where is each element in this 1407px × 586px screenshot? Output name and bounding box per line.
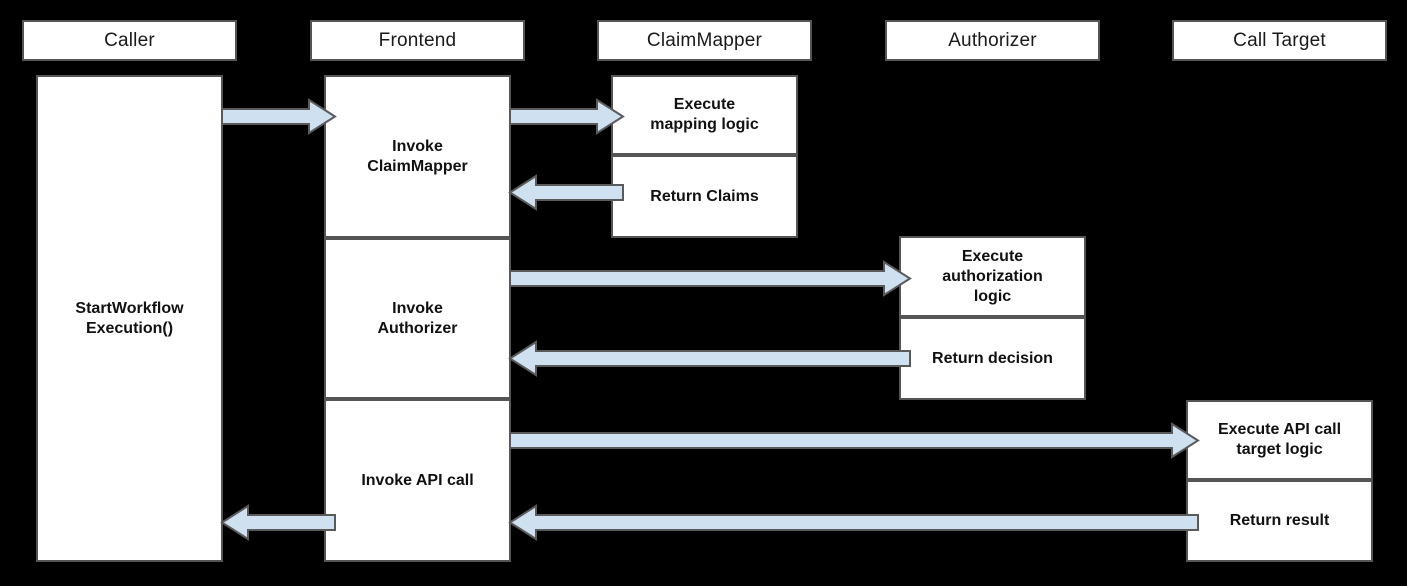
activation-frontend-claimmapper: Invoke ClaimMapper: [324, 75, 511, 238]
lane-header-caller: Caller: [22, 20, 237, 61]
lane-header-calltarget: Call Target: [1172, 20, 1387, 61]
activation-label: Execute authorization logic: [942, 247, 1043, 305]
msg-caller-to-frontend-arrow: [221, 98, 337, 135]
activation-label: Return result: [1229, 512, 1330, 529]
msg-frontend-to-cm-shape: [509, 98, 625, 135]
msg-frontend-to-caller-shape: [220, 504, 336, 541]
lane-header-authorizer: Authorizer: [885, 20, 1100, 61]
msg-ct-to-frontend-arrow: [508, 504, 1199, 541]
msg-frontend-to-ct-arrow: [509, 422, 1200, 459]
activation-label: Execute API call target logic: [1217, 421, 1342, 458]
msg-ct-to-frontend-shape: [508, 504, 1199, 541]
activation-caller-start: StartWorkflow Execution(): [36, 75, 223, 562]
lane-header-frontend: Frontend: [310, 20, 525, 61]
lane-header-label: Call Target: [1233, 29, 1326, 51]
activation-label: Execute mapping logic: [650, 96, 759, 133]
msg-authorizer-to-frontend-shape: [508, 340, 911, 377]
activation-auth-execute: Execute authorization logic: [899, 236, 1086, 317]
activation-frontend-authorizer: Invoke Authorizer: [324, 238, 511, 399]
activation-ct-execute: Execute API call target logic: [1186, 400, 1373, 480]
msg-frontend-to-ct-shape: [509, 422, 1200, 459]
msg-cm-to-frontend-shape: [508, 174, 624, 211]
msg-frontend-to-authorizer-shape: [509, 260, 912, 297]
msg-frontend-to-caller-arrow: [220, 504, 336, 541]
activation-label: Return decision: [932, 349, 1053, 367]
activation-label: StartWorkflow Execution(): [75, 299, 184, 337]
lane-header-claimmapper: ClaimMapper: [597, 20, 812, 61]
msg-cm-to-frontend-arrow: [508, 174, 624, 211]
msg-frontend-to-cm-arrow: [509, 98, 625, 135]
activation-label: Invoke API call: [361, 471, 474, 489]
activation-label: Invoke ClaimMapper: [367, 137, 468, 175]
lane-header-label: Authorizer: [948, 29, 1037, 51]
activation-label: Invoke Authorizer: [377, 299, 458, 337]
activation-label: Return Claims: [650, 187, 759, 205]
msg-caller-to-frontend-shape: [221, 98, 337, 135]
activation-auth-return: Return decision: [899, 317, 1086, 400]
lane-header-label: Caller: [104, 29, 155, 51]
lane-header-label: ClaimMapper: [646, 29, 763, 51]
lane-header-label: Frontend: [378, 29, 457, 51]
activation-ct-return: Return result: [1186, 480, 1373, 562]
activation-cm-execute: Execute mapping logic: [611, 75, 798, 155]
activation-frontend-apicall: Invoke API call: [324, 399, 511, 562]
activation-cm-return: Return Claims: [611, 155, 798, 238]
msg-authorizer-to-frontend-arrow: [508, 340, 911, 377]
msg-frontend-to-authorizer-arrow: [509, 260, 912, 297]
